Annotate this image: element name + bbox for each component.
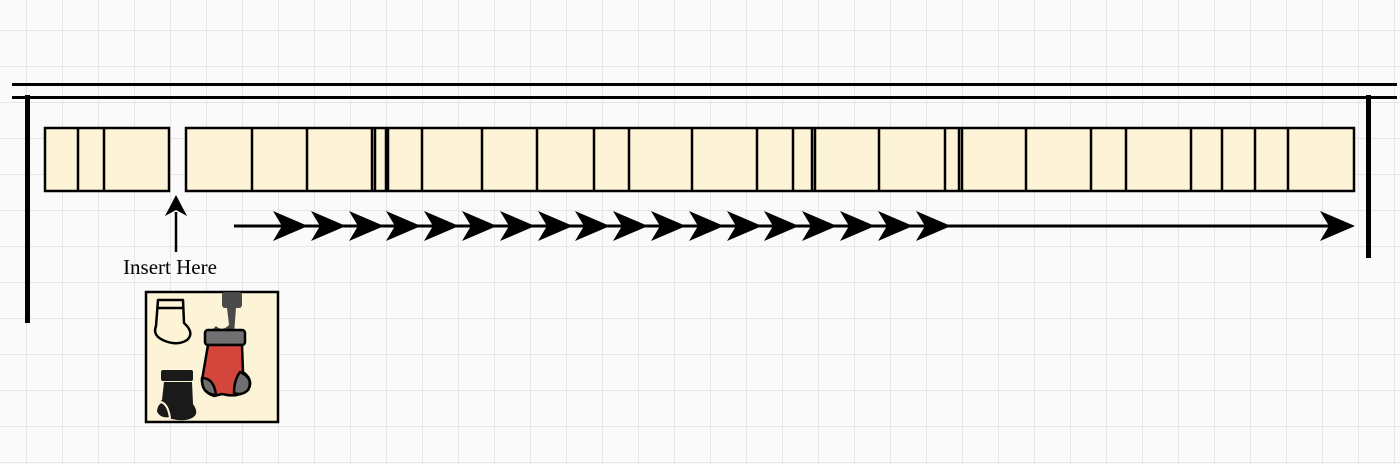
long-row-frame <box>184 126 1356 193</box>
direction-arrowhead <box>349 211 384 241</box>
insert-caption: Insert Here <box>123 255 217 279</box>
direction-arrow-line <box>234 211 1355 241</box>
direction-arrowhead <box>462 211 497 241</box>
left-post <box>25 95 30 323</box>
direction-arrowhead <box>802 211 837 241</box>
direction-arrowhead <box>575 211 610 241</box>
right-post <box>1366 95 1371 258</box>
direction-arrowhead <box>1320 211 1355 241</box>
top-rails <box>12 83 1397 99</box>
direction-arrowhead <box>689 211 724 241</box>
direction-arrowhead <box>613 211 648 241</box>
direction-arrowhead <box>424 211 459 241</box>
stocking-outline-icon <box>153 298 192 345</box>
short-segment-row <box>43 126 171 193</box>
direction-arrowhead <box>764 211 799 241</box>
direction-arrowhead <box>727 211 762 241</box>
short-row-frame <box>43 126 171 193</box>
insert-arrow-head <box>165 195 187 216</box>
stocking-red-icon <box>200 328 252 398</box>
stocking-black-icon <box>154 370 197 421</box>
top-rail-lower <box>12 96 1397 99</box>
top-rail-upper <box>12 83 1397 86</box>
direction-arrowhead <box>273 211 308 241</box>
direction-arrowhead <box>916 211 951 241</box>
direction-arrowhead <box>500 211 535 241</box>
direction-arrowhead <box>840 211 875 241</box>
stocking-icon-box <box>144 290 280 424</box>
direction-arrowhead <box>651 211 686 241</box>
insert-arrow <box>165 195 187 252</box>
direction-arrowhead <box>878 211 913 241</box>
direction-arrowhead <box>311 211 346 241</box>
direction-arrowhead <box>386 211 421 241</box>
long-segment-row <box>184 126 1356 193</box>
direction-arrowhead <box>538 211 573 241</box>
